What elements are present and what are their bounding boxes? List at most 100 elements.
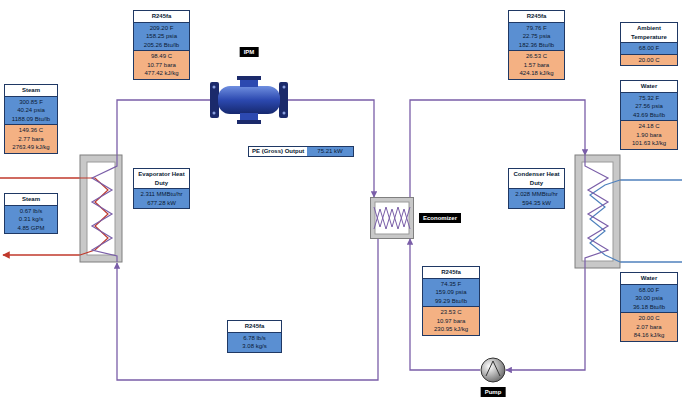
us-units-section: 68.00 F — [621, 42, 677, 54]
data-panel: Steam0.67 lb/s0.31 kg/s4.85 GPM — [4, 193, 58, 234]
data-panel: Ambient Temperature 68.00 F 20.00 C — [620, 22, 678, 66]
data-panel: Water75.32 F27.56 psia43.69 Btu/lb24.18 … — [620, 80, 678, 150]
data-value: 2.77 bara — [7, 135, 55, 144]
feed-line — [117, 239, 378, 380]
panel-heading: R245fa — [228, 321, 281, 332]
data-panel: Water68.00 F30.00 psia36.18 Btu/lb20.00 … — [620, 272, 678, 342]
data-value: 677.28 kW — [136, 199, 187, 208]
us-units-section: 2.311 MMBtu/hr677.28 kW — [134, 188, 189, 208]
data-value: 2.311 MMBtu/hr — [136, 190, 187, 199]
us-units-section: 79.76 F22.75 psia182.36 Btu/lb — [509, 22, 564, 51]
si-units-section: 98.49 C10.77 bara477.42 kJ/kg — [134, 50, 189, 79]
us-units-section: 0.67 lb/s0.31 kg/s4.85 GPM — [5, 205, 57, 234]
data-value: 74.35 F — [425, 280, 477, 289]
si-units-section: 149.36 C2.77 bara2763.49 kJ/kg — [5, 124, 57, 153]
data-value: 1.57 bara — [511, 61, 562, 70]
data-panel: Steam300.85 F40.24 psia1188.09 Btu/lb149… — [4, 84, 58, 154]
data-value: 594.35 kW — [511, 199, 562, 208]
data-value: 182.36 Btu/lb — [511, 41, 562, 50]
exhaust-line — [410, 100, 585, 197]
data-value: 27.56 psia — [623, 102, 675, 111]
output-label: PE (Gross) Output — [249, 147, 307, 156]
data-value: 75.32 F — [623, 94, 675, 103]
data-value: 22.75 psia — [511, 32, 562, 41]
panel-heading: Steam — [5, 194, 57, 205]
condenser-exchanger — [575, 155, 620, 268]
equipment-label: Pump — [481, 387, 506, 397]
data-value: 3.08 kg/s — [230, 342, 279, 351]
water-inlet-line — [620, 261, 682, 263]
data-value: 230.95 kJ/kg — [425, 325, 477, 334]
data-value: 1188.09 Btu/lb — [7, 115, 55, 124]
panel-heading: R245fa — [423, 267, 479, 278]
refrigerant-connector — [410, 239, 480, 370]
condensate-line — [506, 268, 585, 370]
data-value: 4.85 GPM — [7, 224, 55, 233]
data-value: 20.00 C — [623, 56, 675, 65]
data-value: 10.77 bara — [136, 61, 187, 70]
panel-heading: R245fa — [134, 11, 189, 22]
data-value: 68.00 F — [623, 44, 675, 53]
data-value: 98.49 C — [136, 52, 187, 61]
data-value: 205.26 Btu/lb — [136, 41, 187, 50]
output-panel: PE (Gross) Output75.21 kW — [248, 146, 354, 157]
si-units-section: 26.53 C1.57 bara424.18 kJ/kg — [509, 50, 564, 79]
data-value: 0.67 lb/s — [7, 207, 55, 216]
data-panel: R245fa74.35 F159.09 psia99.29 Btu/lb23.5… — [422, 266, 480, 336]
data-panel: R245fa79.76 F22.75 psia182.36 Btu/lb26.5… — [508, 10, 565, 80]
data-value: 6.78 lb/s — [230, 334, 279, 343]
data-value: 2.028 MMBtu/hr — [511, 190, 562, 199]
panel-heading: Ambient Temperature — [621, 23, 677, 42]
water-outlet-line — [620, 179, 682, 181]
equipment-label: IPM — [240, 47, 259, 57]
data-value: 149.36 C — [7, 126, 55, 135]
data-panel: R245fa6.78 lb/s3.08 kg/s — [227, 320, 282, 353]
panel-heading: Steam — [5, 85, 57, 96]
data-value: 99.29 Btu/lb — [425, 297, 477, 306]
data-value: 424.18 kJ/kg — [511, 69, 562, 78]
economizer-drawing — [370, 197, 414, 239]
data-value: 43.69 Btu/lb — [623, 111, 675, 120]
data-value: 477.42 kJ/kg — [136, 69, 187, 78]
data-value: 20.00 C — [623, 314, 675, 323]
data-value: 79.76 F — [511, 24, 562, 33]
evaporator-exchanger — [80, 155, 122, 262]
us-units-section: 6.78 lb/s3.08 kg/s — [228, 332, 281, 352]
data-value: 2763.49 kJ/kg — [7, 143, 55, 152]
data-value: 30.00 psia — [623, 294, 675, 303]
panel-heading: R245fa — [509, 11, 564, 22]
si-units-section: 20.00 C2.07 bara84.16 kJ/kg — [621, 312, 677, 341]
data-value: 2.07 bara — [623, 323, 675, 332]
data-value: 36.18 Btu/lb — [623, 303, 675, 312]
pump-drawing — [480, 357, 506, 383]
data-value: 26.53 C — [511, 52, 562, 61]
data-value: 1.90 bara — [623, 131, 675, 140]
equipment-label: Economizer — [419, 213, 461, 223]
us-units-section: 2.028 MMBtu/hr594.35 kW — [509, 188, 564, 208]
economizer-symbol: Economizer — [370, 197, 414, 239]
data-value: 0.31 kg/s — [7, 215, 55, 224]
steam-inlet-line — [0, 177, 80, 179]
panel-heading: Water — [621, 81, 677, 92]
panel-heading: Evaporator Heat Duty — [134, 169, 189, 188]
us-units-section: 209.20 F158.25 psia205.26 Btu/lb — [134, 22, 189, 51]
data-value: 10.97 bara — [425, 317, 477, 326]
data-panel: Condenser Heat Duty2.028 MMBtu/hr594.35 … — [508, 168, 565, 209]
data-panel: Evaporator Heat Duty2.311 MMBtu/hr677.28… — [133, 168, 190, 209]
si-units-section: 23.53 C10.97 bara230.95 kJ/kg — [423, 306, 479, 335]
data-value: 158.25 psia — [136, 32, 187, 41]
data-value: 40.24 psia — [7, 106, 55, 115]
vapor-line — [117, 100, 210, 155]
panel-heading: Water — [621, 273, 677, 284]
data-value: 84.16 kJ/kg — [623, 331, 675, 340]
data-value: 24.18 C — [623, 122, 675, 131]
output-value: 75.21 kW — [307, 147, 352, 156]
pump-symbol: Pump — [480, 357, 506, 383]
us-units-section: 68.00 F30.00 psia36.18 Btu/lb — [621, 284, 677, 313]
data-value: 159.09 psia — [425, 288, 477, 297]
us-units-section: 300.85 F40.24 psia1188.09 Btu/lb — [5, 96, 57, 125]
us-units-section: 74.35 F159.09 psia99.29 Btu/lb — [423, 278, 479, 307]
si-units-section: 24.18 C1.90 bara101.63 kJ/kg — [621, 120, 677, 149]
si-units-section: 20.00 C — [621, 54, 677, 66]
data-value: 23.53 C — [425, 308, 477, 317]
